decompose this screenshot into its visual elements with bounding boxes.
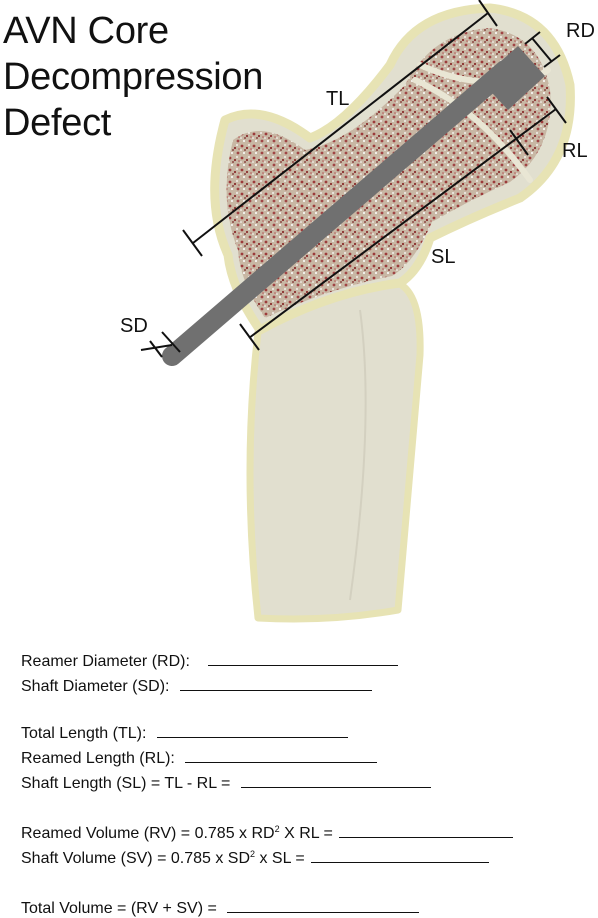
sd-dimension [140,331,181,358]
reamed-volume-exponent: 2 [274,824,280,834]
reamed-length-label: Reamed Length (RL): [21,750,175,767]
reamer-diameter-blank[interactable] [208,651,399,666]
total-length-row: Total Length (TL): [21,723,348,744]
reamer-diameter-row: Reamer Diameter (RD): [21,651,399,672]
title-line-1: AVN Core [3,10,169,52]
total-length-label: Total Length (TL): [21,725,147,742]
tl-dimension [182,0,498,257]
reamed-volume-label-b: X RL = [279,825,333,842]
reamed-length-blank[interactable] [185,748,378,763]
shaft-volume-row: Shaft Volume (SV) = 0.785 x SD2 x SL = [21,848,490,869]
shaft-diameter-label: Shaft Diameter (SD): [21,678,170,695]
femur-diagram [140,0,575,623]
tl-label: TL [326,88,350,110]
rd-label: RD [566,20,595,42]
reamed-volume-blank[interactable] [339,823,514,838]
rd-dimension [524,31,561,68]
shaft-volume-label-a: Shaft Volume (SV) = 0.785 x SD [21,850,251,867]
sd-label: SD [120,315,148,337]
shaft-diameter-row: Shaft Diameter (SD): [21,676,372,697]
reamer-diameter-label: Reamer Diameter (RD): [21,653,190,670]
sl-dimension [239,108,557,351]
sl-label: SL [431,246,456,268]
total-volume-label: Total Volume = (RV + SV) = [21,900,217,917]
shaft-diameter-blank[interactable] [179,676,372,691]
rl-dimension [546,96,567,124]
diagram-title: AVN Core Decompression Defect [3,8,263,146]
shaft-volume-label-b: x SL = [255,850,305,867]
reamed-length-row: Reamed Length (RL): [21,748,378,769]
title-line-2: Decompression [3,56,264,98]
instrument-shaft [162,60,515,366]
shaft-contour [349,309,367,601]
shaft-volume-exponent: 2 [250,849,256,859]
reamed-volume-label-a: Reamed Volume (RV) = 0.785 x RD [21,825,275,842]
title-line-3: Defect [3,102,112,144]
total-length-blank[interactable] [156,723,348,738]
shaft-volume-blank[interactable] [311,848,490,863]
reamed-volume-row: Reamed Volume (RV) = 0.785 x RD2 X RL = [21,823,514,844]
shaft-length-label: Shaft Length (SL) = TL - RL = [21,775,231,792]
shaft-length-blank[interactable] [240,773,431,788]
shaft-length-row: Shaft Length (SL) = TL - RL = [21,773,431,794]
total-volume-row: Total Volume = (RV + SV) = [21,898,420,918]
femoral-shaft [246,278,424,623]
reamer-head [480,46,545,110]
total-volume-blank[interactable] [227,898,420,913]
rl-label: RL [562,140,588,162]
